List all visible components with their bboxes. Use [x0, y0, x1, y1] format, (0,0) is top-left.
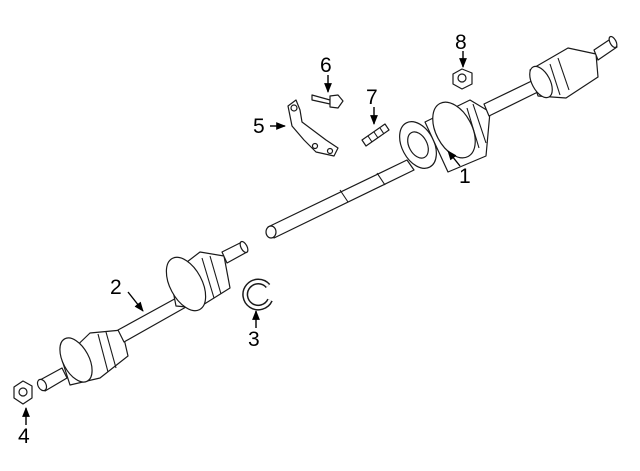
callout-8: 8 — [455, 31, 467, 54]
flange-nut — [452, 68, 473, 90]
stud — [361, 123, 390, 147]
bracket-bolt — [311, 94, 344, 109]
callout-5: 5 — [253, 115, 265, 138]
callout-2: 2 — [110, 276, 122, 299]
support-bracket — [287, 99, 339, 157]
callout-1: 1 — [459, 165, 471, 188]
callout-6: 6 — [320, 54, 332, 77]
callout-4: 4 — [18, 425, 30, 448]
leader-lines — [22, 51, 467, 425]
leader-1 — [447, 150, 461, 167]
left-half-shaft — [36, 240, 249, 392]
leader-2 — [127, 291, 144, 312]
right-half-shaft — [265, 35, 618, 239]
snap-ring — [242, 278, 273, 311]
callout-3: 3 — [248, 328, 260, 351]
axle-nut — [13, 380, 33, 405]
callout-7: 7 — [366, 86, 378, 109]
